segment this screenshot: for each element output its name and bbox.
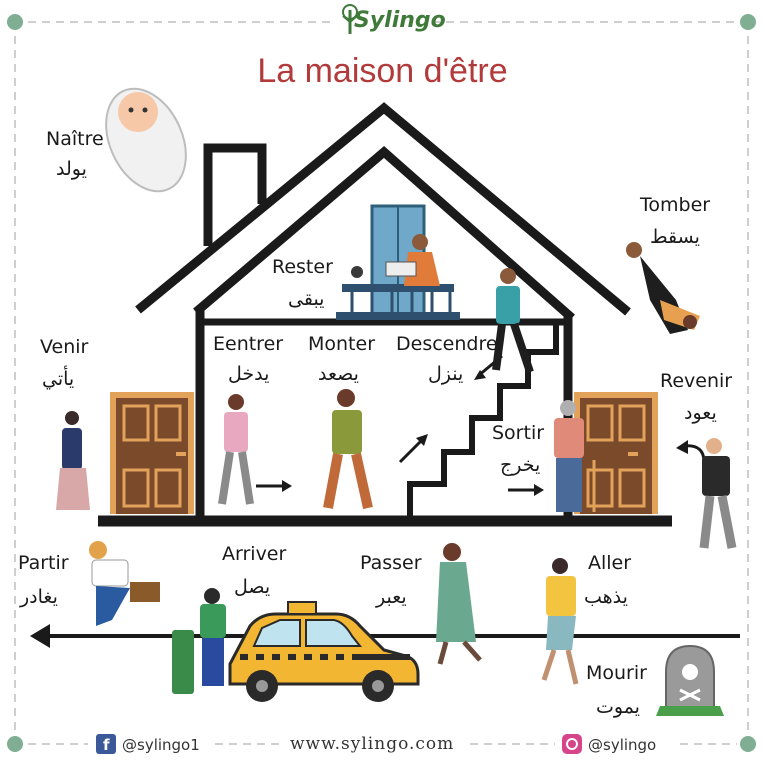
footer-website[interactable]: www.sylingo.com [290, 734, 455, 754]
brand-name: Sylingo [354, 8, 446, 33]
baby-icon [105, 87, 187, 193]
reading-woman-icon [412, 234, 428, 250]
verb-descendre-ar: ينزل [428, 363, 464, 385]
verb-mourir-fr: Mourir [586, 662, 647, 684]
verb-passer-ar: يعبر [376, 586, 407, 608]
verb-arriver-fr: Arriver [222, 543, 287, 565]
verb-tomber-ar: يسقط [650, 226, 700, 248]
verb-monter-ar: يصعد [318, 363, 359, 385]
aller-person [541, 558, 579, 685]
monter-person [323, 389, 373, 510]
footer-facebook[interactable]: @sylingo1 [122, 736, 200, 754]
entrer-person [218, 394, 254, 505]
descendre-person [492, 268, 534, 374]
verb-mourir-ar: يموت [596, 696, 640, 718]
partir-person [89, 541, 160, 626]
verb-sortir-ar: يخرج [500, 454, 541, 476]
verb-revenir-fr: Revenir [660, 370, 733, 392]
verb-naitre-ar: يولد [56, 158, 87, 180]
corner-dot [740, 14, 756, 30]
page-title: La maison d'être [257, 52, 508, 90]
passer-person [436, 543, 482, 665]
verb-aller-ar: يذهب [584, 586, 628, 608]
verb-arriver-ar: يصل [234, 576, 271, 598]
verb-descendre-fr: Descendre [396, 333, 498, 355]
footer-instagram[interactable]: @sylingo [588, 736, 657, 754]
verb-monter-fr: Monter [308, 333, 376, 355]
corner-dot [740, 736, 756, 752]
corner-dot [7, 14, 23, 30]
verb-entrer-ar: يدخل [228, 363, 270, 385]
verb-venir-ar: يأتي [42, 368, 75, 390]
verb-rester-fr: Rester [272, 256, 333, 278]
venir-person [56, 411, 90, 510]
verb-entrer-fr: Eentrer [213, 333, 284, 355]
verb-passer-fr: Passer [360, 552, 422, 574]
verb-tomber-fr: Tomber [640, 194, 711, 216]
verb-sortir-fr: Sortir [492, 422, 545, 444]
verb-partir-fr: Partir [18, 552, 69, 574]
verb-naitre-fr: Naître [46, 128, 104, 150]
falling-person-icon [626, 242, 700, 334]
sortir-person [554, 400, 596, 512]
verb-partir-ar: يغادر [20, 586, 58, 608]
gravestone-icon [656, 644, 724, 716]
verb-rester-ar: يبقى [288, 288, 325, 310]
taxi-icon [228, 601, 420, 702]
verb-venir-fr: Venir [40, 336, 89, 358]
verb-aller-fr: Aller [588, 552, 632, 574]
corner-dot [7, 736, 23, 752]
verb-revenir-ar: يعود [684, 402, 717, 424]
revenir-person [699, 438, 737, 549]
arriver-person [172, 588, 226, 694]
